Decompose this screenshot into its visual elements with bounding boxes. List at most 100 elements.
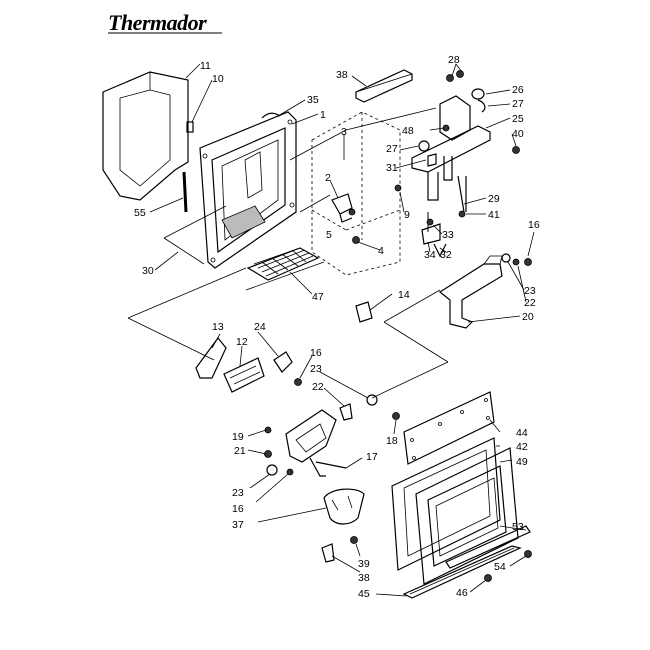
part-24 <box>273 351 293 373</box>
callout-27b: 27 <box>386 143 398 155</box>
part-16b <box>294 378 302 386</box>
callout-10: 10 <box>212 73 224 85</box>
callout-31: 31 <box>386 162 398 174</box>
callout-29: 29 <box>488 193 500 205</box>
callout-18: 18 <box>386 435 398 447</box>
part-22a <box>512 258 520 266</box>
callout-41: 41 <box>488 209 500 221</box>
callout-40: 40 <box>512 128 524 140</box>
callout-33: 33 <box>442 229 454 241</box>
part-34 <box>426 218 434 226</box>
part-31 <box>427 153 437 167</box>
callout-22a: 22 <box>524 297 536 309</box>
part-23c <box>266 464 278 476</box>
part-23a <box>501 253 511 263</box>
part-16c <box>286 468 294 476</box>
callout-20: 20 <box>522 311 534 323</box>
part-clip-10 <box>186 121 194 133</box>
callout-3: 3 <box>341 126 347 138</box>
part-9 <box>394 184 402 192</box>
callout-34: 34 <box>424 249 436 261</box>
part-rod-55 <box>182 171 188 213</box>
callout-39: 39 <box>358 558 370 570</box>
callout-37: 37 <box>232 519 244 531</box>
callout-45: 45 <box>358 588 370 600</box>
callout-labels: 11 10 55 30 35 1 38 3 2 5 4 9 47 28 26 2… <box>134 54 540 600</box>
part-48b <box>484 574 492 582</box>
callout-22b: 22 <box>312 381 324 393</box>
part-rail-45 <box>402 545 522 599</box>
callout-17: 17 <box>366 451 378 463</box>
part-bracket-25 <box>411 95 491 201</box>
part-5-screw <box>352 236 360 244</box>
callout-47: 47 <box>312 291 324 303</box>
callout-49: 49 <box>516 456 528 468</box>
callout-23a: 23 <box>524 285 536 297</box>
part-panel-44 <box>403 391 495 465</box>
part-38b <box>321 543 335 563</box>
part-16a <box>524 258 532 266</box>
part-32 <box>433 243 447 258</box>
callout-42: 42 <box>516 441 528 453</box>
part-39 <box>350 536 358 544</box>
part-screw-40 <box>512 146 520 154</box>
part-frame-42 <box>391 437 501 571</box>
part-frame-1 <box>199 111 297 269</box>
part-13 <box>195 337 227 379</box>
part-26 <box>471 88 485 100</box>
callout-14: 14 <box>398 289 410 301</box>
callout-38: 38 <box>336 69 348 81</box>
callout-leaders <box>149 63 535 597</box>
callout-44: 44 <box>516 427 528 439</box>
callout-38b: 38 <box>358 572 370 584</box>
callout-5: 5 <box>326 229 332 241</box>
callout-28: 28 <box>448 54 460 66</box>
callout-26: 26 <box>512 84 524 96</box>
callout-23b: 23 <box>310 363 322 375</box>
callout-4: 4 <box>378 245 384 257</box>
part-cup-37 <box>323 488 365 525</box>
assembly-connection-lines <box>127 107 449 399</box>
assembly-outline-3 <box>311 111 401 276</box>
part-54 <box>524 550 532 558</box>
part-housing-11 <box>102 71 189 201</box>
part-grille-47 <box>246 247 320 281</box>
part-screw-28b <box>456 70 464 78</box>
callout-12: 12 <box>236 336 248 348</box>
callout-24: 24 <box>254 321 266 333</box>
callout-53: 53 <box>512 521 524 533</box>
part-41 <box>458 210 466 218</box>
callout-32: 32 <box>440 249 452 261</box>
callout-30: 30 <box>142 265 154 277</box>
callout-16a: 16 <box>528 219 540 231</box>
part-29 <box>457 175 465 213</box>
callout-55: 55 <box>134 207 146 219</box>
brand-logo: Thermador <box>108 10 207 35</box>
callout-27a: 27 <box>512 98 524 110</box>
callout-16b: 16 <box>310 347 322 359</box>
part-screw-28a <box>446 74 454 82</box>
callout-25: 25 <box>512 113 524 125</box>
callout-1: 1 <box>320 109 326 121</box>
callout-13: 13 <box>212 321 224 333</box>
callout-16c: 16 <box>232 503 244 515</box>
callout-11: 11 <box>200 60 211 72</box>
callout-46: 46 <box>456 587 468 599</box>
callout-54: 54 <box>494 561 506 573</box>
part-27b <box>418 140 430 152</box>
part-33 <box>421 223 441 245</box>
callout-23c: 23 <box>232 487 244 499</box>
part-22b <box>339 403 353 421</box>
callout-21: 21 <box>234 445 246 457</box>
callout-48a: 48 <box>402 125 414 137</box>
callout-9: 9 <box>404 209 410 221</box>
part-18 <box>392 412 400 420</box>
part-35 <box>261 112 281 119</box>
part-bracket-2 <box>331 193 353 215</box>
part-23b <box>366 394 378 406</box>
part-27a <box>477 99 486 113</box>
callout-2: 2 <box>325 172 331 184</box>
part-12 <box>223 357 265 393</box>
part-bar-38 <box>355 69 413 103</box>
